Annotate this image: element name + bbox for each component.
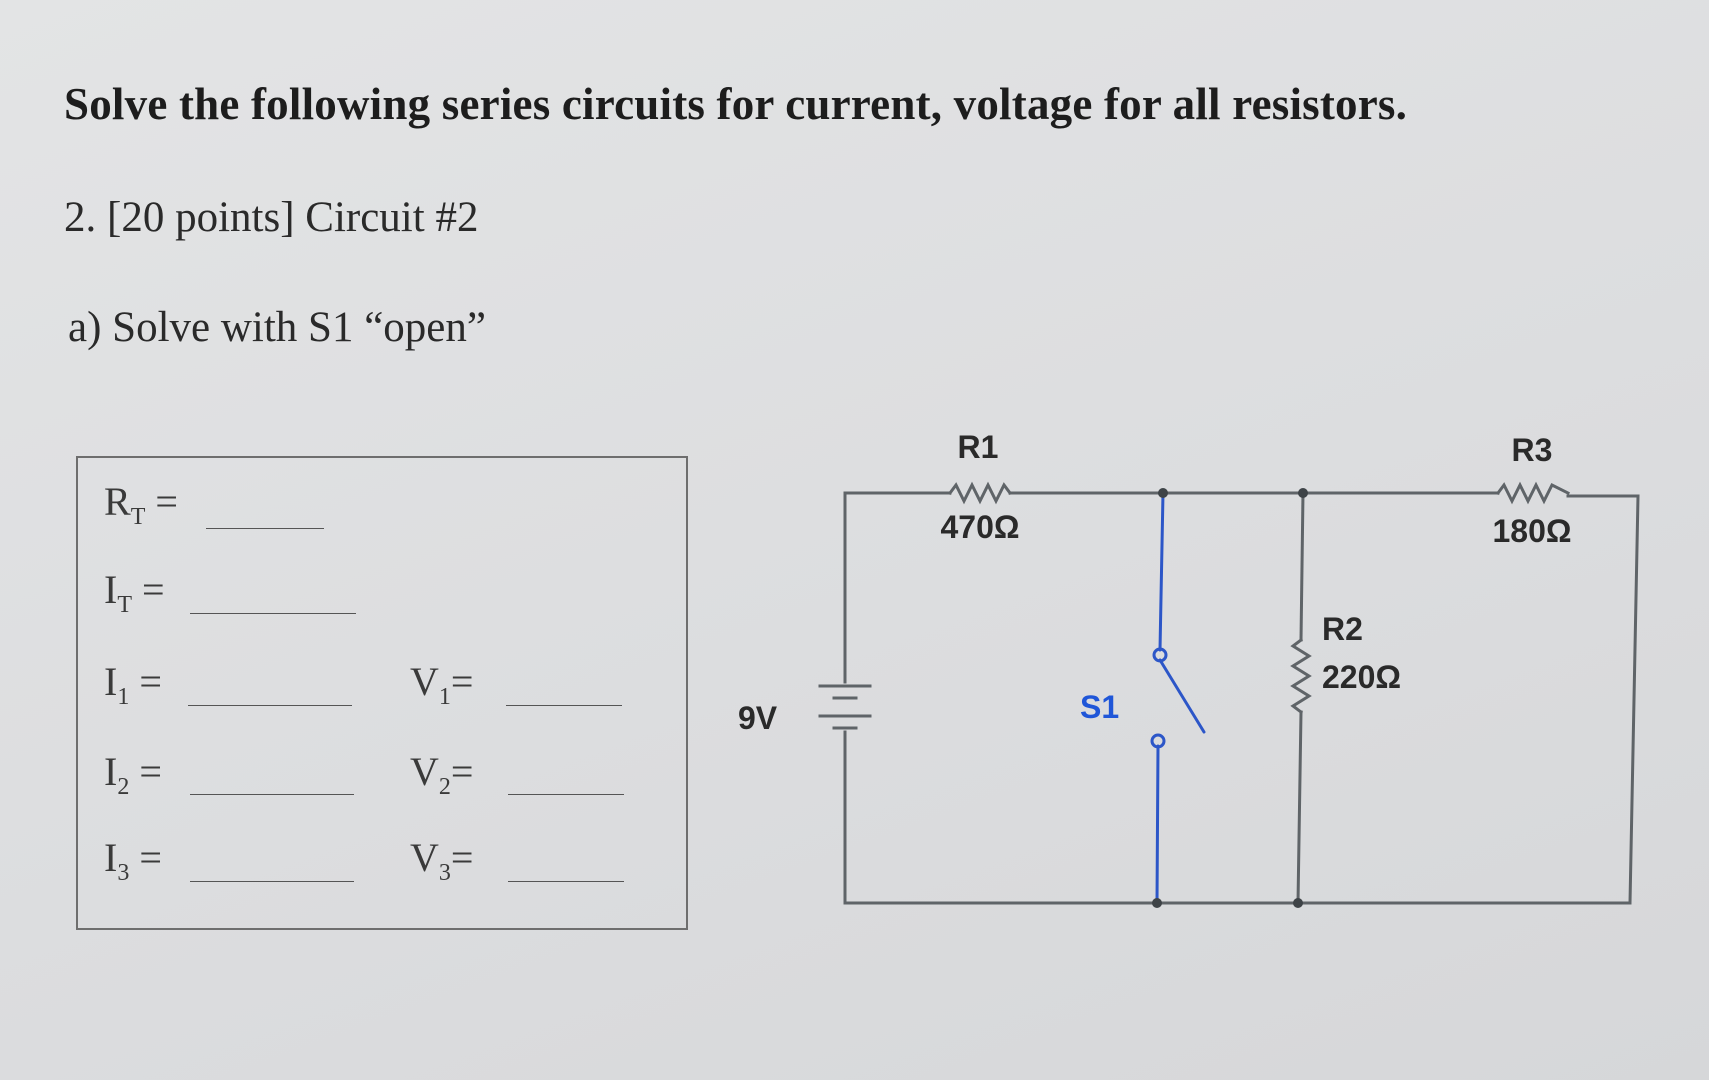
i3-label: I3 = (104, 835, 162, 886)
i1-label: I1 = (104, 659, 162, 710)
r1-resistor (947, 481, 1013, 505)
r1-name: R1 (958, 429, 999, 465)
it-label: IT = (104, 567, 165, 618)
i1-blank[interactable] (188, 705, 352, 706)
i2-blank[interactable] (190, 794, 354, 795)
junction-top-switch (1158, 488, 1168, 498)
v1-blank[interactable] (506, 705, 622, 706)
switch-wire-top (1158, 491, 1165, 652)
answer-box: RT = IT = I1 = V1= I2 = V2= I3 = V3= (76, 456, 688, 930)
wire-r2-top (1299, 491, 1305, 642)
switch-contact-bottom (1150, 733, 1166, 749)
rt-label: RT = (104, 479, 178, 530)
r3-value: 180Ω (1492, 513, 1571, 549)
switch-name: S1 (1080, 689, 1119, 725)
r3-resistor (1495, 481, 1571, 505)
it-blank[interactable] (190, 613, 356, 614)
v3-label: V3= (410, 835, 474, 886)
junction-bottom-switch (1152, 898, 1162, 908)
r2-value: 220Ω (1322, 659, 1401, 695)
wire-top-left (843, 491, 952, 684)
v1-label: V1= (410, 659, 474, 710)
v3-blank[interactable] (508, 881, 624, 882)
wire-right (1566, 494, 1640, 905)
r2-resistor (1290, 637, 1312, 715)
switch-wire-bottom (1155, 744, 1160, 905)
switch-contact-top (1152, 647, 1168, 663)
junction-bottom-r2 (1293, 898, 1303, 908)
r2-name: R2 (1322, 611, 1363, 647)
page-heading: Solve the following series circuits for … (64, 79, 1408, 129)
r1-value: 470Ω (940, 509, 1019, 545)
junction-top-r2 (1298, 488, 1308, 498)
i2-label: I2 = (104, 749, 162, 800)
v2-label: V2= (410, 749, 474, 800)
battery-voltage: 9V (738, 700, 778, 736)
wire-r2-bottom (1296, 710, 1303, 905)
problem-title: 2. [20 points] Circuit #2 (64, 194, 479, 241)
r3-name: R3 (1512, 432, 1553, 468)
switch-blade (1158, 658, 1206, 734)
i3-blank[interactable] (190, 881, 354, 882)
v2-blank[interactable] (508, 794, 624, 795)
wire-bottom (843, 730, 1632, 905)
part-a-title: a) Solve with S1 “open” (68, 304, 486, 351)
rt-blank[interactable] (206, 528, 324, 529)
